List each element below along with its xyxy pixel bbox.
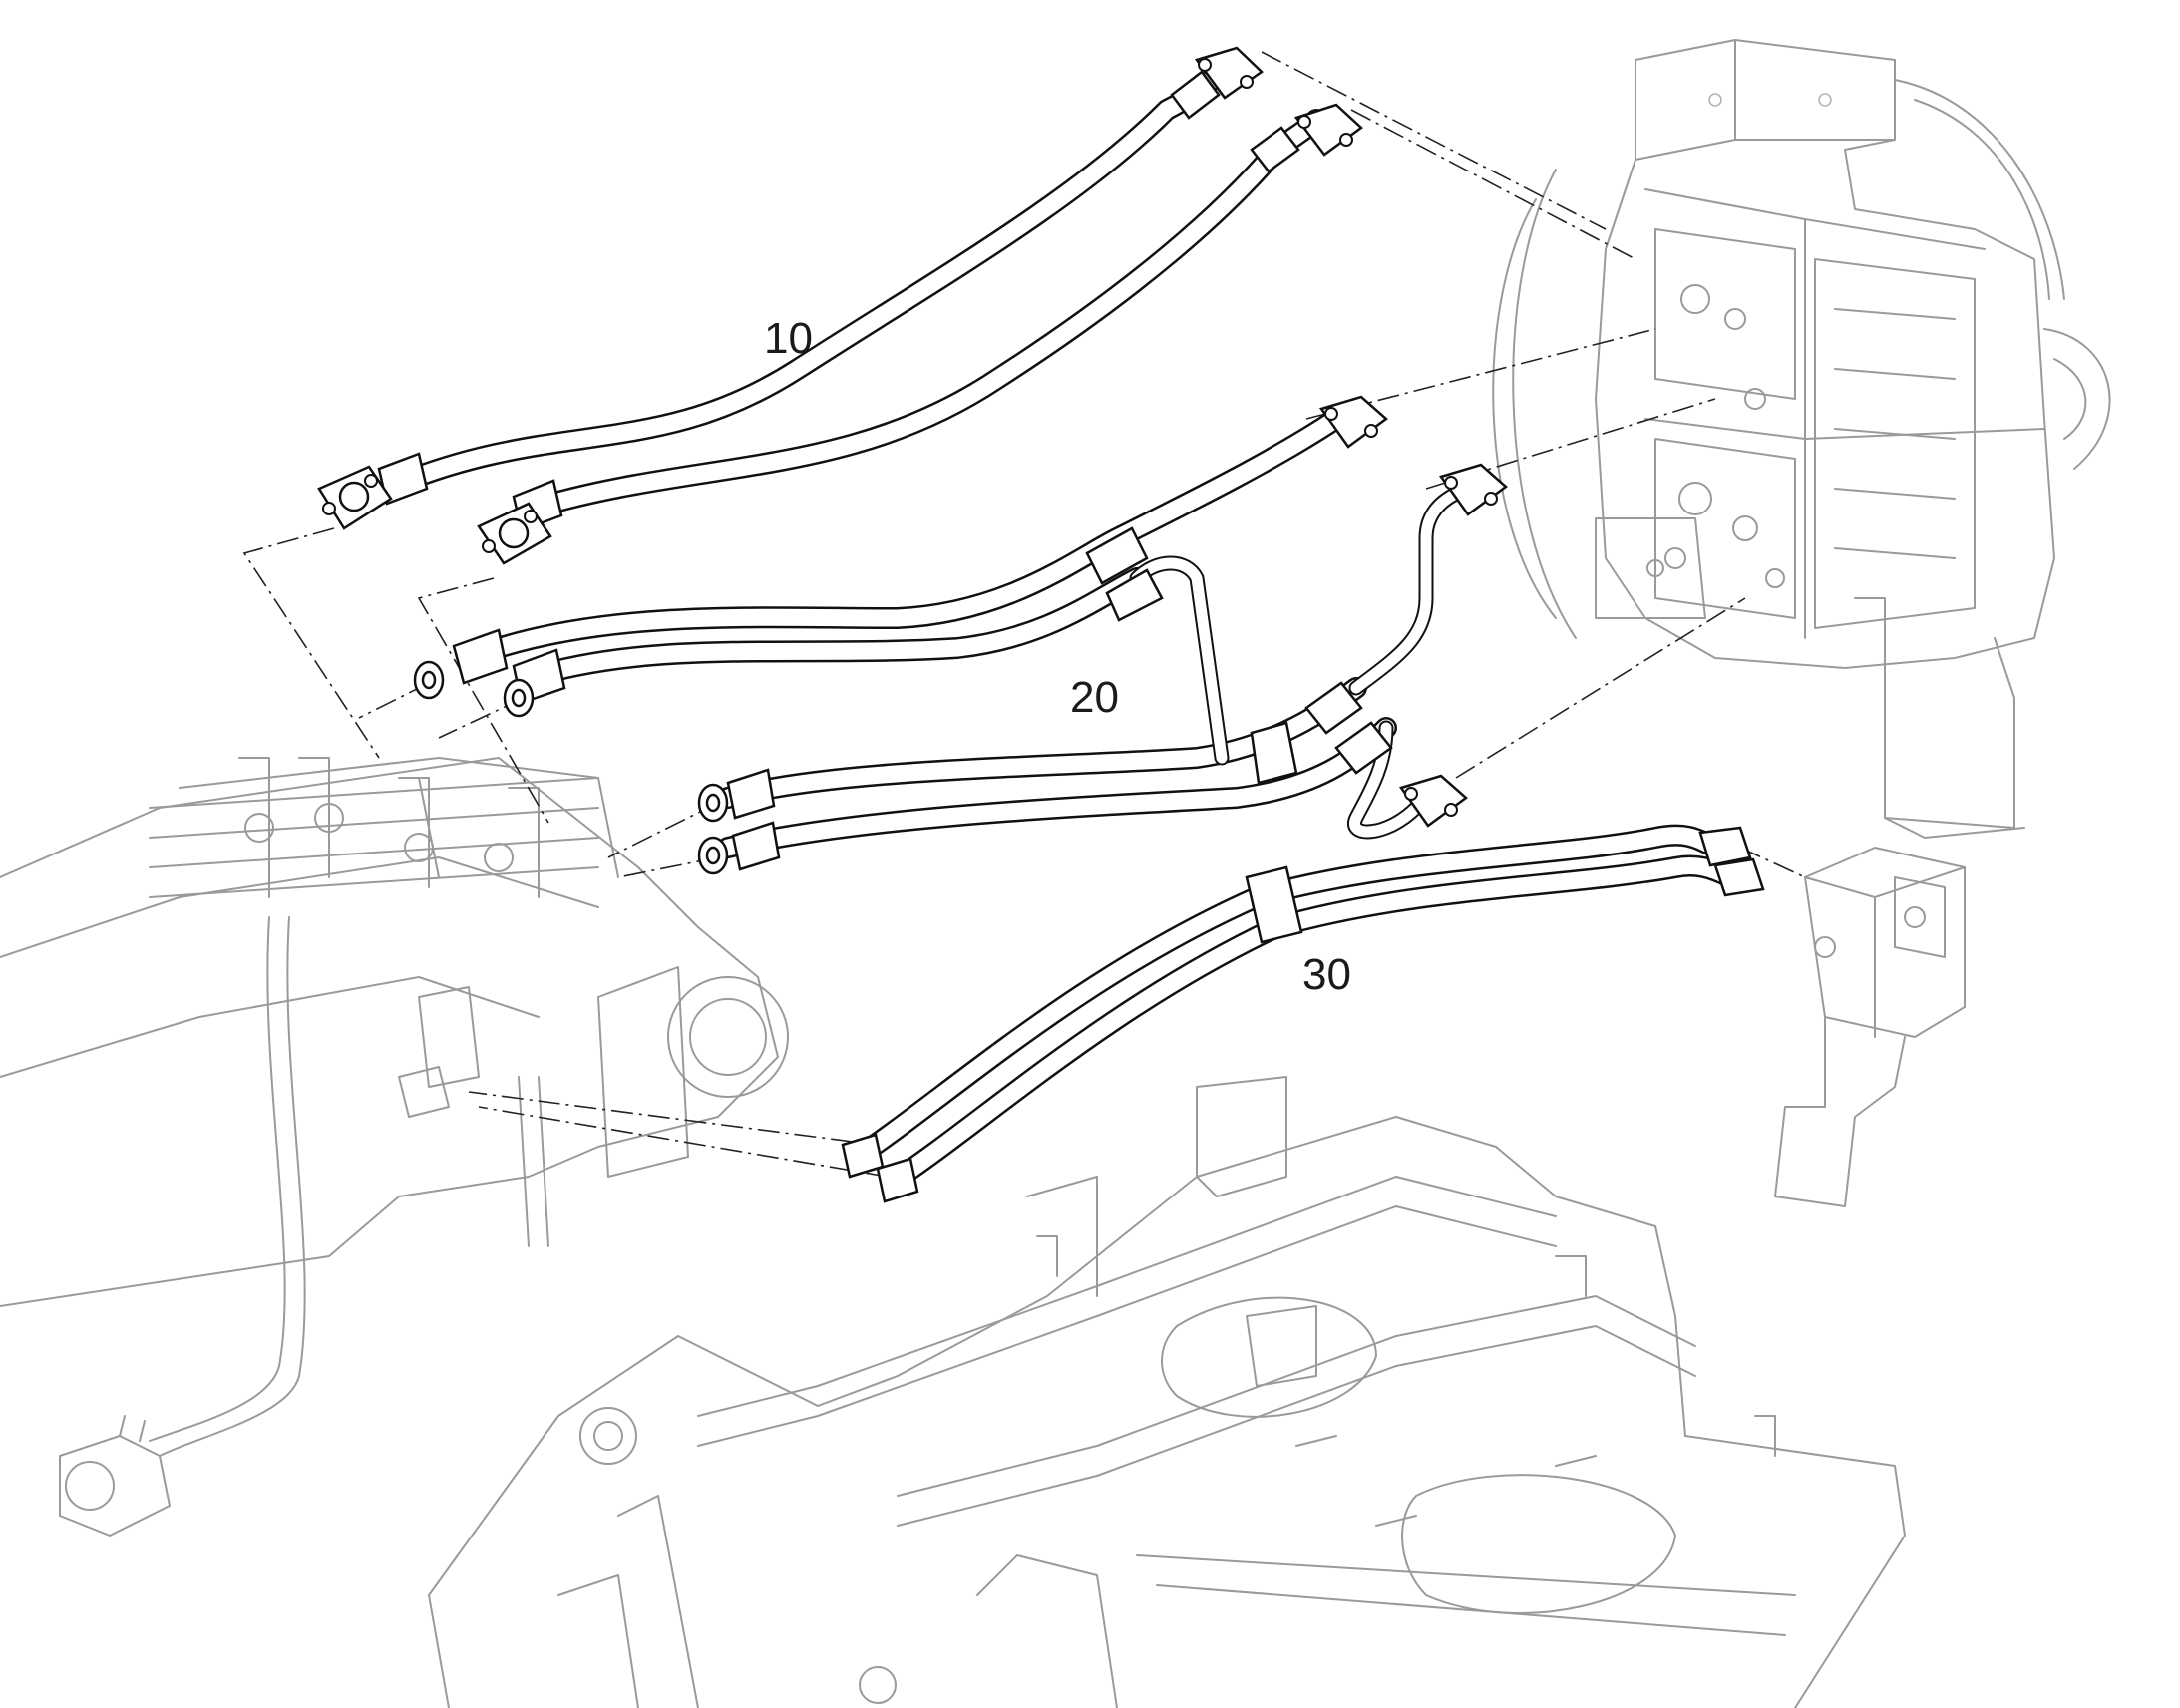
callout-20: 20 bbox=[1070, 673, 1119, 722]
flange-fitting bbox=[1194, 46, 1264, 100]
leader-lines bbox=[242, 51, 1806, 1178]
hose-clamp bbox=[1245, 865, 1303, 944]
small-pump bbox=[59, 1415, 171, 1537]
flange-fitting bbox=[1318, 395, 1388, 449]
pilot-valve bbox=[1774, 847, 1966, 1207]
boom-structure bbox=[0, 757, 789, 1457]
callout-10: 10 bbox=[764, 314, 813, 363]
hose-clamp bbox=[1250, 721, 1298, 785]
flange-fitting bbox=[477, 502, 552, 565]
flange-fitting bbox=[1438, 463, 1508, 516]
flange-fitting bbox=[1398, 774, 1468, 828]
control-valve-block bbox=[1492, 39, 2111, 839]
upper-frame bbox=[428, 1076, 1906, 1708]
hose-assembly-20 bbox=[413, 395, 1508, 875]
callout-30: 30 bbox=[1302, 950, 1351, 999]
hose-assembly-10 bbox=[317, 46, 1363, 565]
flange-fitting bbox=[1293, 103, 1363, 157]
flange-fitting bbox=[317, 465, 393, 530]
hose-assembly-30 bbox=[841, 824, 1765, 1203]
